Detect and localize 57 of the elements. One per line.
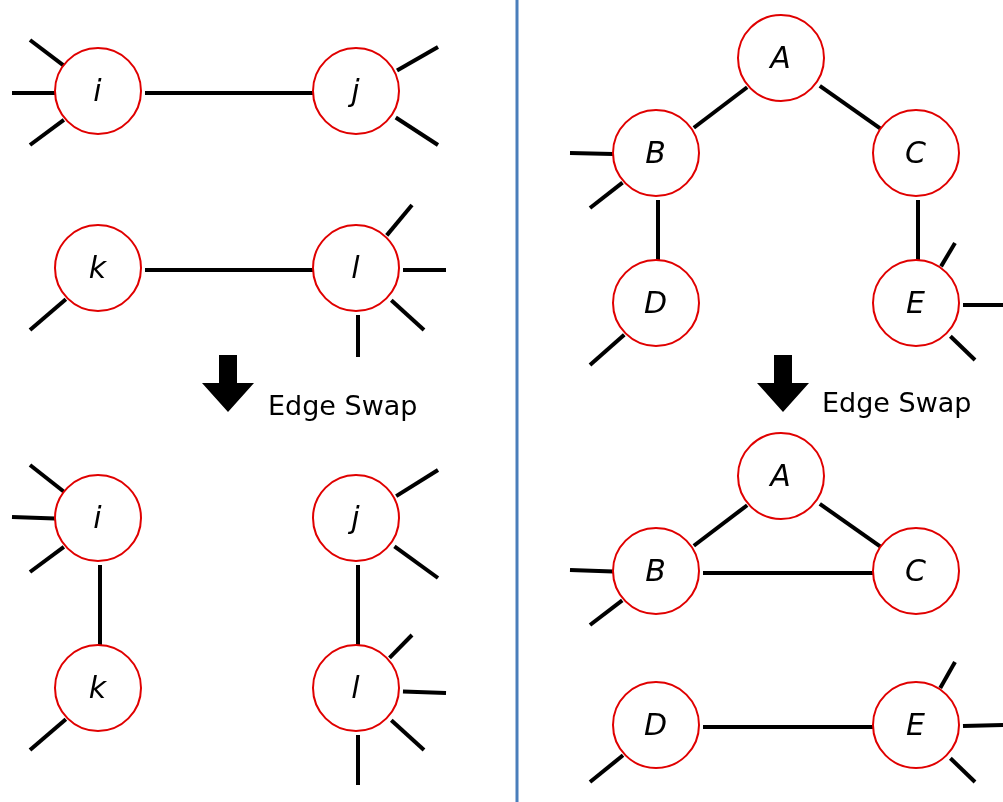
node-label: A <box>770 42 791 73</box>
stub-line <box>395 468 440 498</box>
stub-line <box>938 661 957 689</box>
edge-line <box>703 571 873 575</box>
stub-line <box>396 45 439 73</box>
stub-line <box>393 544 440 580</box>
stub-line <box>389 718 426 752</box>
stub-line <box>403 268 446 272</box>
node-label: C <box>905 137 926 168</box>
node-label: l <box>351 252 360 283</box>
stub-line <box>356 315 360 357</box>
caption-text: Edge Swap <box>268 390 418 421</box>
node-label: D <box>643 709 668 740</box>
edge-line <box>656 200 660 260</box>
edge-line <box>356 565 360 645</box>
edge-line <box>145 268 313 272</box>
stub-line <box>962 723 1003 728</box>
edge-line <box>692 85 749 130</box>
stub-line <box>402 689 447 695</box>
stub-line <box>12 91 55 95</box>
stub-line <box>385 203 414 237</box>
stub-line <box>356 735 360 785</box>
edge-line <box>703 725 873 729</box>
node-label: C <box>905 555 926 586</box>
stub-line <box>588 333 626 367</box>
node-label: A <box>770 460 791 491</box>
stub-line <box>588 181 624 210</box>
stub-line <box>28 297 68 332</box>
stub-line <box>388 633 414 660</box>
node-label: i <box>93 502 102 533</box>
node-label: E <box>906 709 925 740</box>
stub-line <box>394 115 440 147</box>
stub-line <box>28 717 68 752</box>
node-label: k <box>88 672 107 703</box>
node-label: B <box>645 137 666 168</box>
node-label: k <box>88 252 107 283</box>
stub-line <box>949 334 977 362</box>
stub-line <box>28 38 66 68</box>
caption-text: Edge Swap <box>822 387 972 418</box>
edge-line <box>98 565 102 645</box>
node-label: D <box>643 287 668 318</box>
edge-line <box>145 91 313 95</box>
node-label: i <box>93 75 102 106</box>
node-label: E <box>906 287 925 318</box>
stub-line <box>28 545 66 574</box>
stub-line <box>588 753 625 784</box>
stub-line <box>389 298 426 332</box>
node-label: B <box>645 555 666 586</box>
stub-line <box>28 463 66 494</box>
edge-line <box>692 503 749 548</box>
stub-line <box>949 756 977 784</box>
stub-line <box>28 118 66 147</box>
stub-line <box>588 598 624 627</box>
node-label: l <box>351 672 360 703</box>
stub-line <box>963 303 1003 307</box>
edge-line <box>916 200 920 260</box>
stub-line <box>939 241 957 268</box>
